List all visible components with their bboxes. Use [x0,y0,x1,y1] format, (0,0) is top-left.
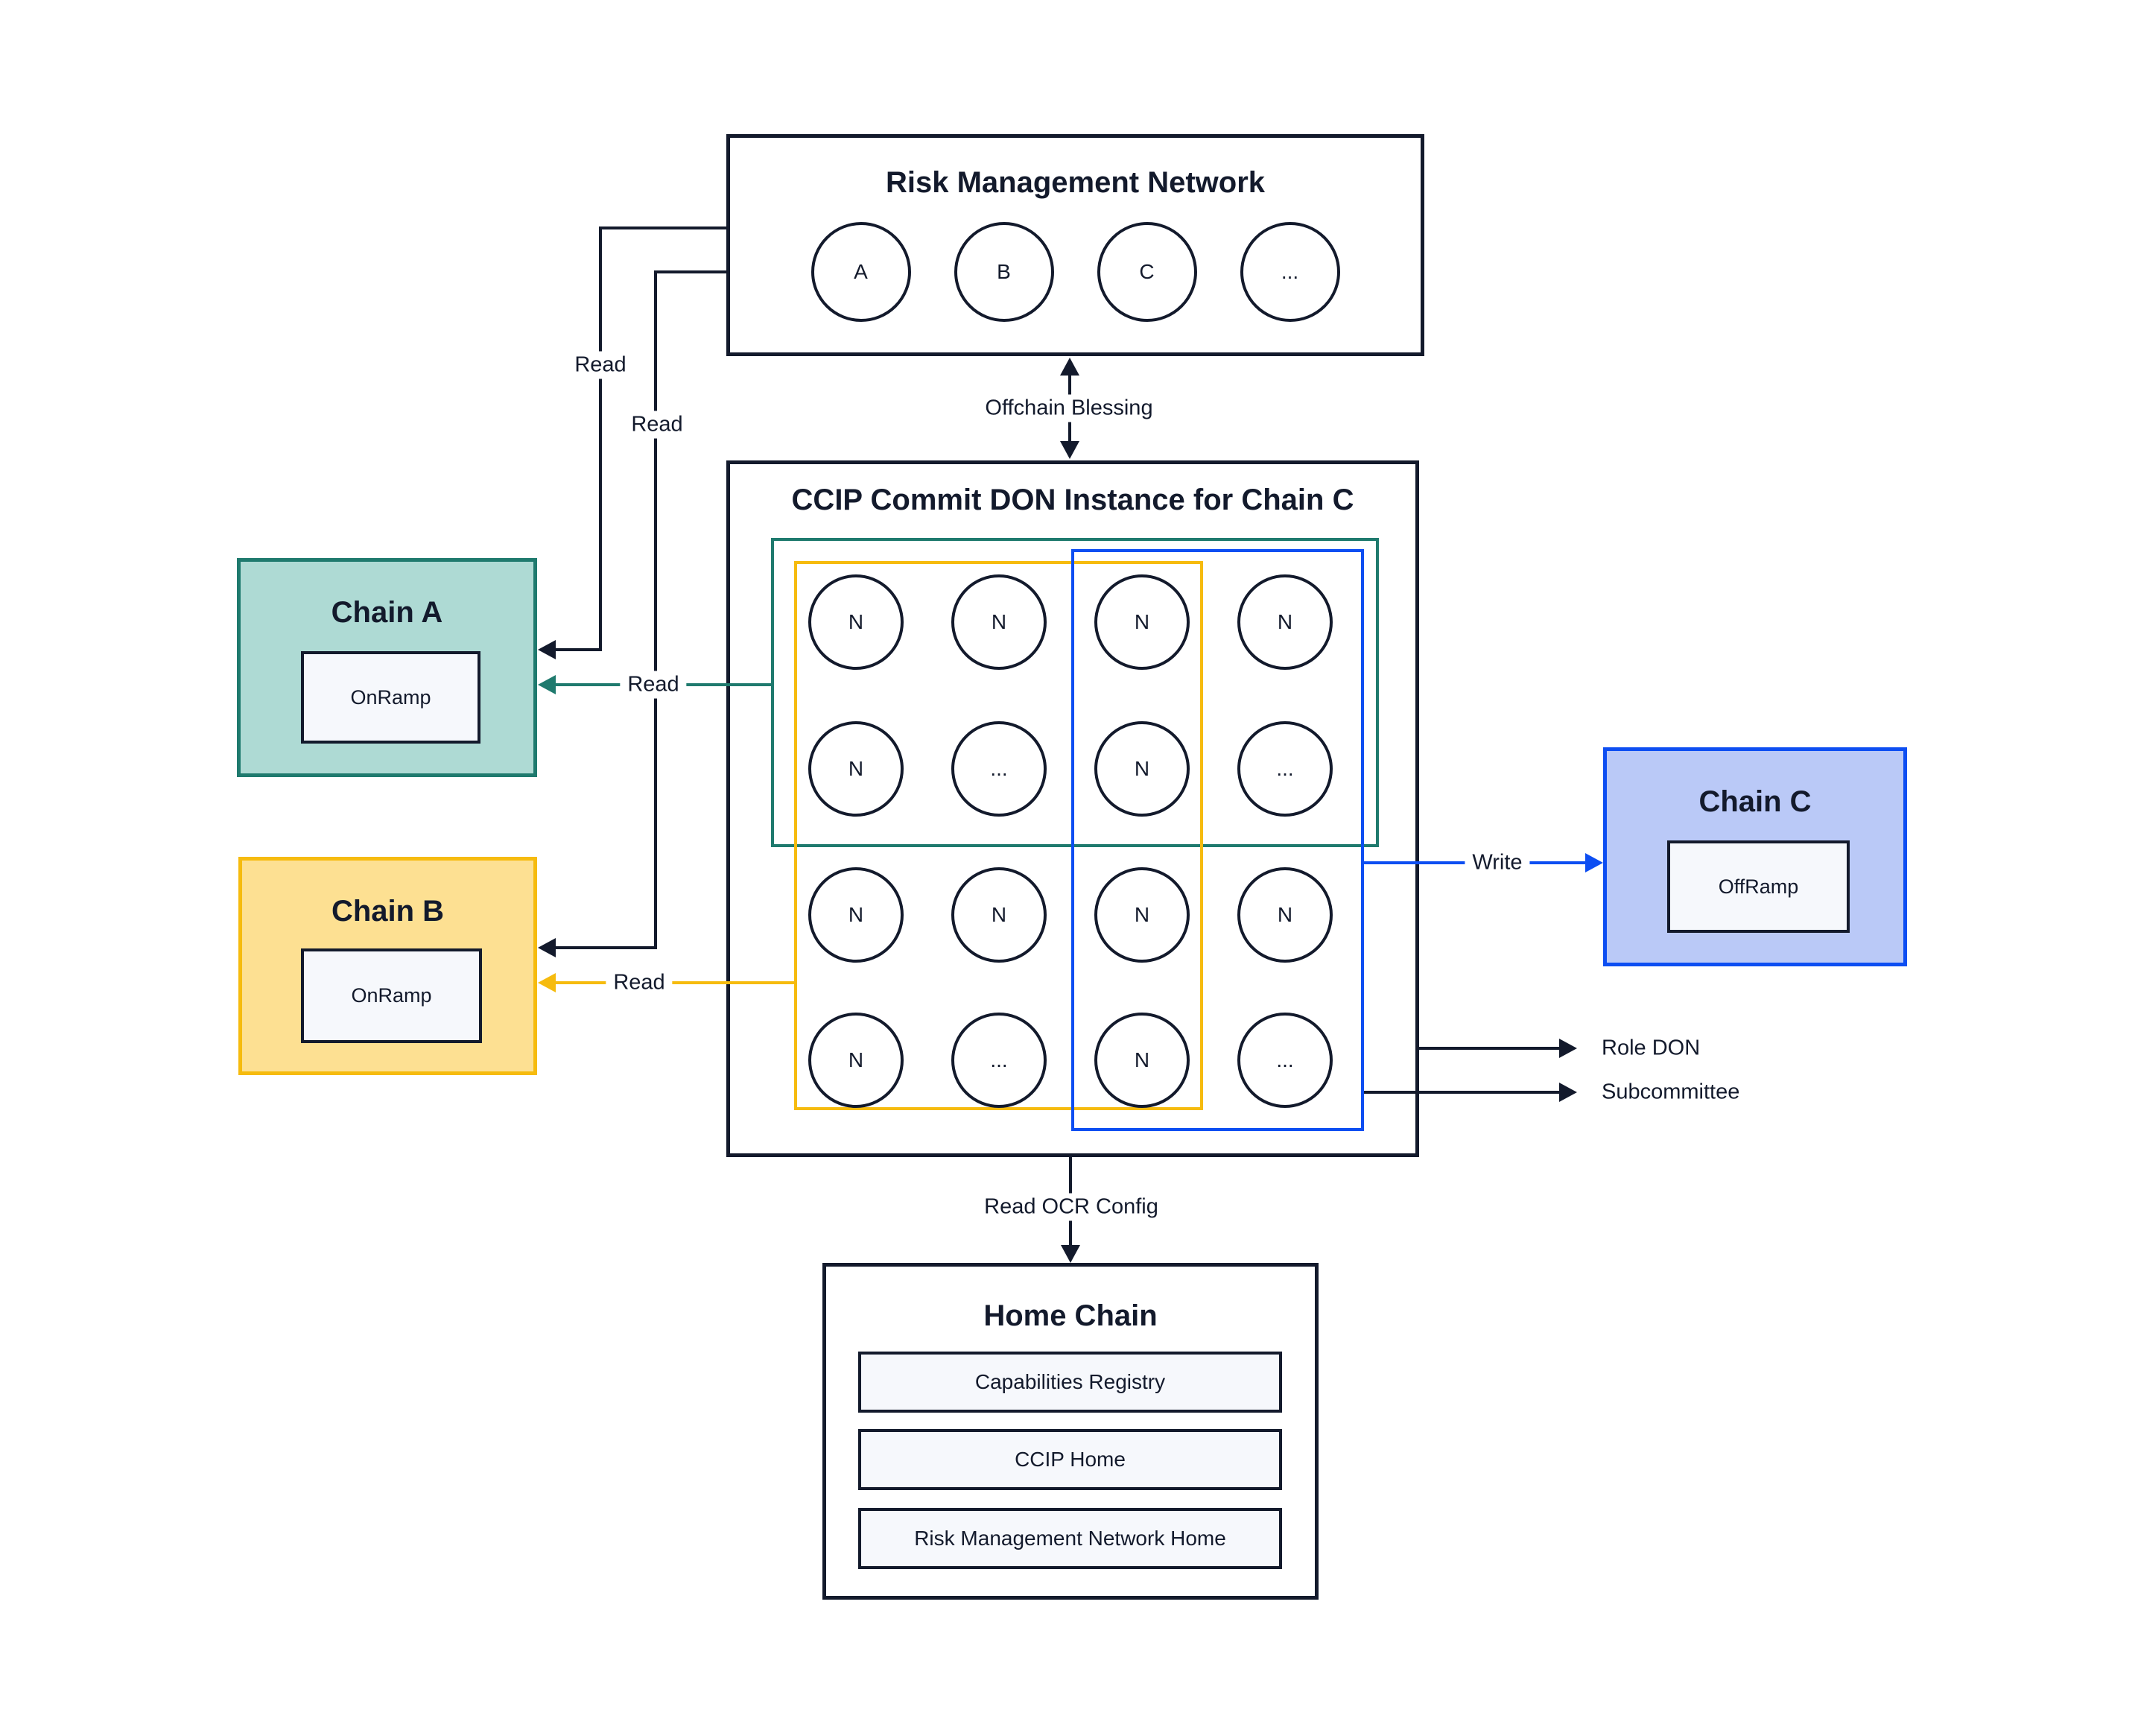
don-node: ... [951,721,1047,817]
offchain-blessing-arrowhead-up [1060,358,1079,376]
don-node: N [1094,867,1190,963]
rmn-node-more: ... [1240,222,1340,322]
rmn-read-selection-rect [771,538,1379,847]
rmn-home-box: Risk Management Network Home [858,1508,1282,1569]
ccip-home-box: CCIP Home [858,1429,1282,1490]
chain-c-title: Chain C [1698,785,1812,818]
chain-b-title: Chain B [331,895,445,928]
don-node: N [1094,721,1190,817]
chain-c-offramp-box: OffRamp [1667,840,1850,933]
rmn-read-b-arrowhead [538,938,556,957]
don-node: N [808,574,904,670]
don-node: N [808,1013,904,1108]
don-node: N [808,867,904,963]
don-node: N [1094,574,1190,670]
rmn-read-a-line-bottom [551,648,602,651]
chain-c-box: Chain C OffRamp [1603,747,1907,966]
ccip-commit-don-title: CCIP Commit DON Instance for Chain C [791,484,1354,516]
rmn-read-b-line-top [656,270,726,273]
don-read-b-label: Read [606,969,673,997]
don-node: ... [951,1013,1047,1108]
rmn-read-b-line-vertical [654,270,657,949]
don-read-b-arrowhead [538,973,556,992]
don-node: N [1094,1013,1190,1108]
don-node: ... [1237,1013,1333,1108]
rmn-node-a: A [810,222,911,322]
chain-a-title: Chain A [331,596,443,629]
don-read-b-line [551,981,794,984]
chain-a-box: Chain A OnRamp [237,558,537,777]
subcommittee-line [1364,1091,1561,1094]
subcommittee-label: Subcommittee [1602,1080,1740,1104]
home-chain-title: Home Chain [983,1299,1158,1332]
role-don-label: Role DON [1602,1036,1701,1060]
capabilities-registry-box: Capabilities Registry [858,1352,1282,1413]
rmn-node-c: C [1097,222,1197,322]
role-don-arrowhead [1559,1039,1577,1058]
chain-b-onramp-box: OnRamp [301,948,482,1043]
write-label: Write [1465,849,1530,877]
don-node: N [808,721,904,817]
chain-a-onramp-box: OnRamp [301,651,480,744]
don-node: N [951,867,1047,963]
don-node: N [1237,867,1333,963]
role-don-line [1419,1047,1561,1050]
don-node: ... [1237,721,1333,817]
rmn-read-a-line-vertical [599,226,602,651]
subcommittee-selection-rect [1071,549,1364,1131]
rmn-node-b: B [954,222,1054,322]
chain-b-selection-rect [794,561,1203,1110]
rmn-read-b-label: Read [624,411,691,439]
don-node: N [951,574,1047,670]
risk-management-network-box: Risk Management Network A B C ... [726,134,1424,356]
rmn-read-b-line-bottom [551,946,657,949]
read-ocr-label: Read OCR Config [977,1193,1166,1221]
read-ocr-arrowhead [1061,1245,1080,1263]
risk-management-network-title: Risk Management Network [885,166,1266,199]
offchain-blessing-arrowhead-down [1060,441,1079,459]
rmn-read-a-line-top [600,226,726,229]
write-arrowhead [1585,853,1603,872]
chain-b-box: Chain B OnRamp [238,857,537,1075]
don-read-a-label: Read [620,671,687,699]
offchain-blessing-label: Offchain Blessing [977,394,1161,422]
rmn-read-a-arrowhead [538,640,556,659]
don-node: N [1237,574,1333,670]
subcommittee-arrowhead [1559,1083,1577,1102]
rmn-read-a-label: Read [567,351,634,379]
don-read-a-arrowhead [538,675,556,694]
rmn-node-row: A B C ... [730,222,1421,322]
